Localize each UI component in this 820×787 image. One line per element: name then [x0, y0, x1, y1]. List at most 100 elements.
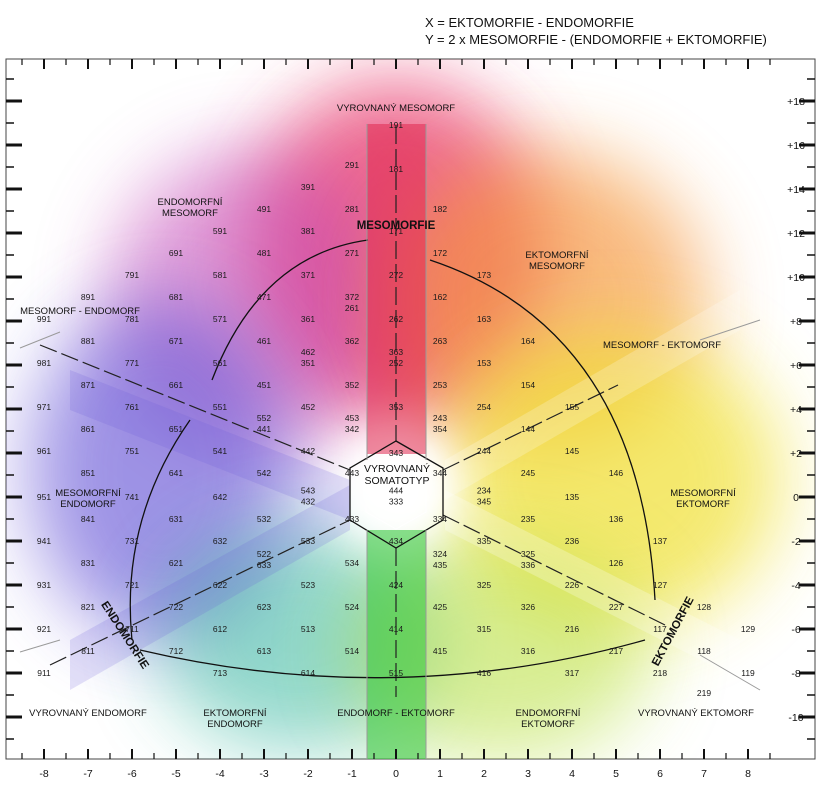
region-label-line: EKTOMORFNÍ [203, 708, 267, 719]
somatotype-code: 731 [125, 536, 139, 546]
x-tick-label: 5 [613, 768, 619, 780]
structure-lines [19, 124, 761, 759]
somatotype-code: 342 [345, 424, 359, 434]
somatotype-code: 153 [477, 358, 491, 368]
somatotype-code: 811 [81, 646, 95, 656]
somatotype-code: 171 [389, 226, 403, 236]
somatotype-code: 126 [609, 558, 623, 568]
somatotype-code: 252 [389, 358, 403, 368]
somatotype-code: 633 [257, 560, 271, 570]
y-tick-label: +4 [790, 404, 802, 416]
somatotype-code: 353 [389, 402, 403, 412]
y-tick-label: -10 [788, 712, 803, 724]
x-tick-label: -8 [39, 768, 48, 780]
somatotype-code: 226 [565, 580, 579, 590]
guide-line [19, 331, 61, 349]
somatotype-code: 791 [125, 270, 139, 280]
somatotype-code: 481 [257, 248, 271, 258]
band-upper-left [70, 370, 350, 520]
somatotype-code: 452 [301, 402, 315, 412]
y-tick-label: +12 [787, 228, 805, 240]
somatotype-code: 118 [697, 646, 711, 656]
somatotype-code: 173 [477, 270, 491, 280]
somatotype-code: 129 [741, 624, 755, 634]
somatotype-code: 433 [345, 514, 359, 524]
x-tick-label: -2 [303, 768, 312, 780]
somatotype-code: 751 [125, 446, 139, 456]
somatotype-code: 541 [213, 446, 227, 456]
somatotype-code: 135 [565, 492, 579, 502]
somatotype-code: 444 [389, 485, 403, 495]
y-tick-label: +8 [790, 316, 802, 328]
somatotype-code: 514 [345, 646, 359, 656]
somatotype-code: 661 [169, 380, 183, 390]
y-tick-label: +18 [787, 96, 805, 108]
somatotype-code: 352 [345, 380, 359, 390]
region-vyrovnany-endomorf: VYROVNANÝ ENDOMORF [29, 708, 147, 719]
center-label-line1: VYROVNANÝ [364, 462, 430, 475]
line-arc-bottom [139, 639, 646, 679]
somatotype-code: 217 [609, 646, 623, 656]
somatotype-code: 416 [477, 668, 491, 678]
somatotype-code: 154 [521, 380, 535, 390]
somatotype-code: 362 [345, 336, 359, 346]
somatotype-code: 163 [477, 314, 491, 324]
somatotype-code: 351 [301, 358, 315, 368]
somatotype-code: 262 [389, 314, 403, 324]
somatotype-code: 334 [433, 514, 447, 524]
somatotype-code: 363 [389, 347, 403, 357]
somatotype-code: 991 [37, 314, 51, 324]
somatotype-code: 234 [477, 485, 491, 495]
line-lower-left-axis [49, 519, 351, 666]
line-upper-left-axis [39, 344, 351, 471]
x-tick-label: 8 [745, 768, 751, 780]
line-arc-right [429, 259, 656, 601]
somatotype-code: 881 [81, 336, 95, 346]
y-tick-label: +10 [787, 272, 805, 284]
formula-x: X = EKTOMORFIE - ENDOMORFIE [425, 15, 634, 30]
band-upper-right [445, 290, 740, 500]
somatotype-code: 712 [169, 646, 183, 656]
somatotype-code: 432 [301, 496, 315, 506]
somatotype-code: 551 [213, 402, 227, 412]
somatotype-code: 216 [565, 624, 579, 634]
somatotype-code: 254 [477, 402, 491, 412]
axis-label-mesomorfie: MESOMORFIE [357, 220, 436, 232]
somatotype-code: 317 [565, 668, 579, 678]
somatotype-code: 243 [433, 413, 447, 423]
somatotype-code: 128 [697, 602, 711, 612]
region-vyrovnany-mesomorf: VYROVNANÝ MESOMORF [337, 103, 455, 114]
somatotype-code: 236 [565, 536, 579, 546]
somatotype-code: 532 [257, 514, 271, 524]
somatotype-code: 711 [125, 624, 139, 634]
somatotype-code: 272 [389, 270, 403, 280]
somatotype-code: 524 [345, 602, 359, 612]
somatotype-code: 641 [169, 468, 183, 478]
x-tick-label: 2 [481, 768, 487, 780]
somatotype-code: 614 [301, 668, 315, 678]
somatotype-code: 671 [169, 336, 183, 346]
somatotype-code: 354 [433, 424, 447, 434]
somatotype-code: 851 [81, 468, 95, 478]
somatotype-code: 164 [521, 336, 535, 346]
region-label-line: ENDOMORF - EKTOMORF [337, 708, 455, 719]
region-label-line: EKTOMORF [676, 499, 730, 510]
somatotype-code: 443 [345, 468, 359, 478]
somatotype-code: 533 [301, 536, 315, 546]
region-label-line: EKTOMORF [521, 719, 575, 730]
somatotype-code: 722 [169, 602, 183, 612]
somatotype-code: 761 [125, 402, 139, 412]
somatotype-code: 425 [433, 602, 447, 612]
somatotype-code: 622 [213, 580, 227, 590]
line-inner-hexagon [365, 457, 427, 530]
somatotype-code: 424 [389, 580, 403, 590]
somatotype-code: 721 [125, 580, 139, 590]
region-endomorf-ektomorf: ENDOMORF - EKTOMORF [337, 708, 455, 719]
